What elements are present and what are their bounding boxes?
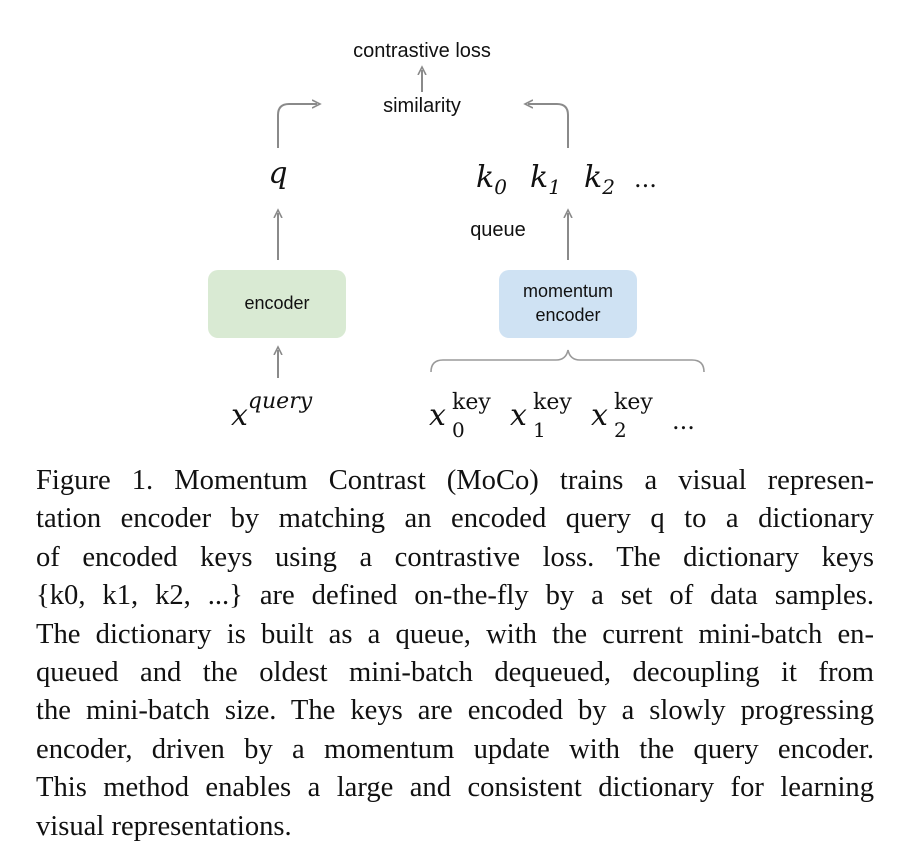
query-to-similarity-arrow bbox=[277, 104, 317, 148]
query-input: xquery bbox=[231, 389, 313, 433]
momentum-encoder-label-line1: momentum bbox=[523, 281, 613, 301]
caption-line: encoder, driven by a momentum update wit… bbox=[36, 733, 874, 765]
caption-line: queued and the oldest mini-batch dequeue… bbox=[36, 656, 874, 688]
encoder-label: encoder bbox=[244, 293, 309, 313]
key-inputs-brace bbox=[430, 349, 705, 373]
key-k1: k1 bbox=[530, 160, 561, 199]
queue-label: queue bbox=[470, 219, 526, 241]
moco-diagram: contrastive loss similarity q k0 k1 k2 .… bbox=[208, 40, 705, 442]
query-symbol: q bbox=[268, 156, 287, 191]
key-input-2: x bbox=[591, 398, 608, 433]
caption-line: visual representations. bbox=[36, 810, 292, 842]
contrastive-loss-label: contrastive loss bbox=[353, 40, 491, 62]
key-input-2-sub: 2 bbox=[614, 418, 627, 442]
key-input-0-sup: key bbox=[452, 390, 491, 415]
key-input-1-sub: 1 bbox=[533, 418, 546, 442]
caption-line: Figure 1. Momentum Contrast (MoCo) train… bbox=[36, 465, 874, 496]
keys-ellipsis: ... bbox=[634, 165, 657, 193]
key-inputs: x key 0 x key 1 x key 2 ... bbox=[429, 390, 695, 442]
key-k0: k0 bbox=[476, 160, 507, 199]
caption-line: The dictionary is built as a queue, with… bbox=[36, 618, 874, 650]
key-input-0-sub: 0 bbox=[452, 418, 465, 442]
caption-line: This method enables a large and consiste… bbox=[36, 772, 874, 804]
figure-caption: Figure 1. Momentum Contrast (MoCo) train… bbox=[36, 462, 874, 846]
key-input-2-sup: key bbox=[614, 390, 653, 415]
key-k2: k2 bbox=[584, 160, 615, 199]
key-sequence: k0 k1 k2 ... bbox=[476, 160, 657, 199]
momentum-encoder-label-line2: encoder bbox=[535, 305, 600, 325]
momentum-encoder-box bbox=[499, 270, 637, 338]
keys-to-similarity-arrow bbox=[528, 104, 569, 148]
key-input-1-sup: key bbox=[533, 390, 572, 415]
key-inputs-ellipsis: ... bbox=[672, 407, 695, 435]
caption-line: of encoded keys using a contrastive loss… bbox=[36, 541, 874, 573]
caption-line: tation encoder by matching an encoded qu… bbox=[36, 503, 874, 535]
similarity-label: similarity bbox=[383, 95, 461, 117]
key-input-0: x bbox=[429, 398, 446, 433]
caption-line: {k0, k1, k2, ...} are defined on-the-fly… bbox=[36, 580, 874, 612]
key-input-1: x bbox=[510, 398, 527, 433]
caption-line: the mini-batch size. The keys are encode… bbox=[36, 695, 874, 727]
encoder-box bbox=[208, 270, 346, 338]
